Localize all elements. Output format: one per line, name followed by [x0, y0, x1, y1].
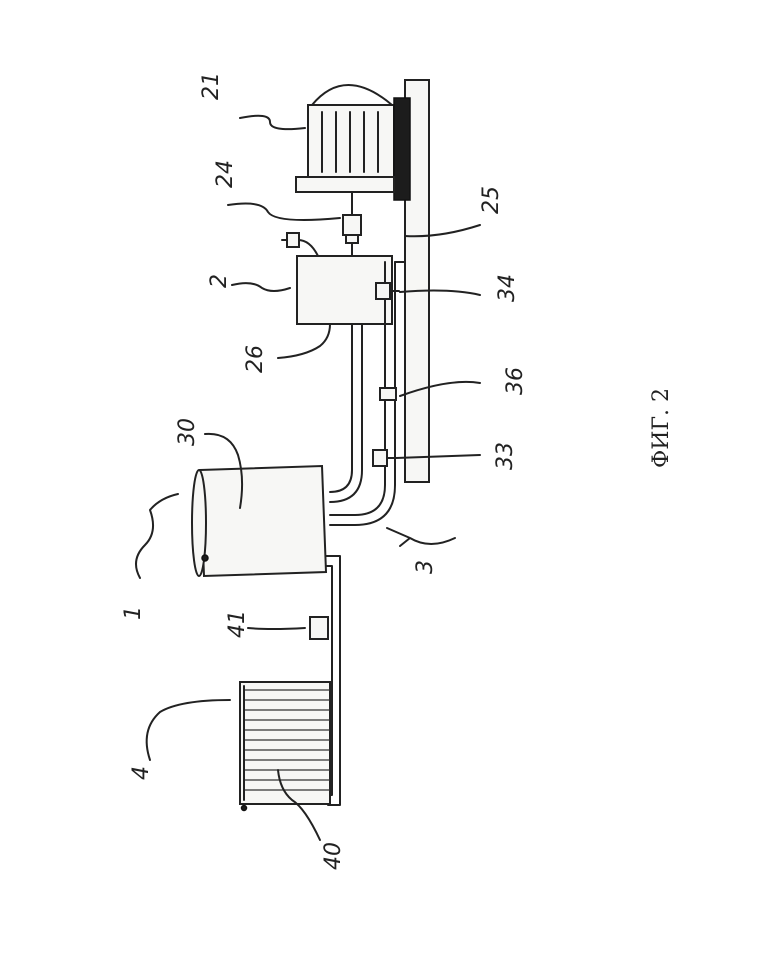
label-1: 1 [121, 606, 146, 620]
figure-caption: ФИГ. 2 [649, 388, 674, 468]
motor-21 [296, 85, 410, 200]
coupling-24 [343, 192, 361, 256]
label-34: 34 [495, 274, 520, 302]
valve-41 [310, 617, 328, 639]
valve-33 [373, 450, 395, 466]
label-2: 2 [207, 274, 232, 288]
label-25: 25 [479, 186, 504, 214]
tank-30 [192, 466, 326, 576]
label-26: 26 [243, 345, 268, 373]
label-24: 24 [213, 160, 238, 188]
label-21: 21 [199, 72, 224, 100]
pump-2 [282, 233, 392, 324]
label-33: 33 [493, 442, 518, 470]
valve-36 [380, 388, 396, 400]
label-41: 41 [225, 610, 250, 638]
label-4: 4 [129, 766, 154, 780]
label-3: 3 [413, 560, 438, 574]
label-40: 40 [321, 842, 346, 870]
label-30: 30 [175, 418, 200, 446]
label-36: 36 [503, 367, 528, 395]
